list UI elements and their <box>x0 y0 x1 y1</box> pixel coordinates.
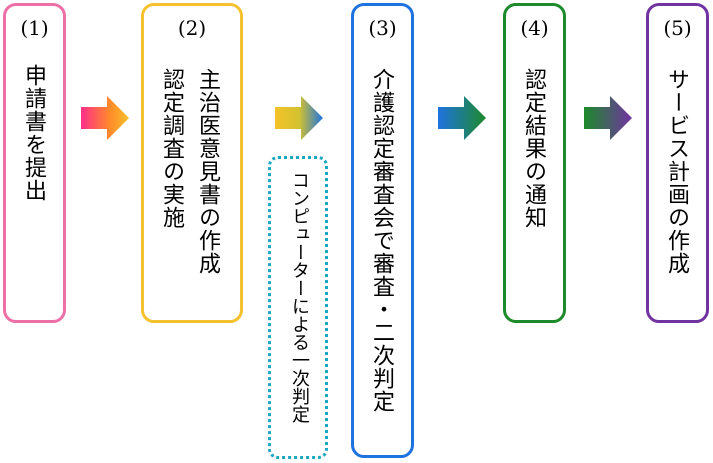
step-4-label: 認定結果の通知 <box>521 68 546 229</box>
arrow-right-icon <box>438 96 486 140</box>
step-3-box: (3) 介護認定審査会で審査・二次判定 <box>351 3 414 458</box>
arrow-right-icon <box>275 96 323 140</box>
computer-primary-judgment-box: コンピューターによる一次判定 <box>268 156 328 459</box>
step-2-number: (2) <box>177 16 207 40</box>
step-2-box: (2) 主治医意見書の作成 認定調査の実施 <box>141 3 243 323</box>
step-3-label: 介護認定審査会で審査・二次判定 <box>369 68 394 413</box>
step-2-label-line2: 認定調査の実施 <box>159 68 184 229</box>
computer-primary-judgment-label: コンピューターによる一次判定 <box>289 171 310 423</box>
step-4-number: (4) <box>520 16 549 40</box>
step-5-box: (5) サービス計画の作成 <box>646 3 709 323</box>
step-1-number: (1) <box>20 16 49 40</box>
arrow-right-icon <box>81 96 129 140</box>
step-5-label: サービス計画の作成 <box>664 68 689 275</box>
step-4-box: (4) 認定結果の通知 <box>503 3 566 323</box>
step-1-box: (1) 申請書を提出 <box>3 3 66 323</box>
arrow-right-icon <box>584 96 632 140</box>
step-1-label: 申請書を提出 <box>21 64 46 202</box>
step-3-number: (3) <box>368 16 397 40</box>
step-5-number: (5) <box>663 16 692 40</box>
step-2-label-line1: 主治医意見書の作成 <box>195 68 220 275</box>
